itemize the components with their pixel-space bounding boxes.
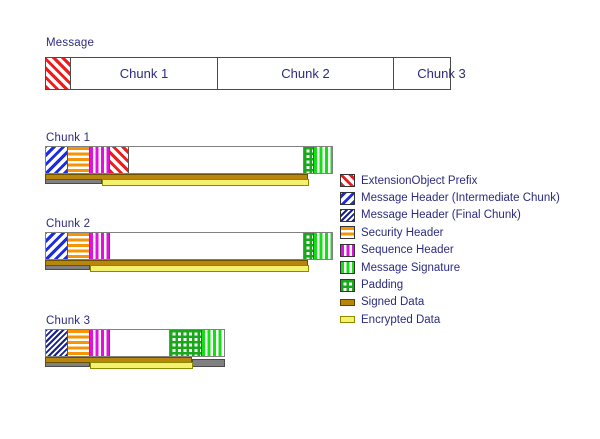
legend-label-encrypted-data: Encrypted Data [361, 313, 441, 326]
chunk-2-segment-body [110, 233, 304, 259]
chunk-3-encrypted-data-bar [90, 362, 193, 369]
legend-swatch-encrypted-data [340, 316, 355, 324]
chunk-bar-3 [45, 329, 225, 357]
message-bar-cell-1: Chunk 1 [71, 58, 218, 89]
legend-row-padding: Padding [340, 276, 560, 293]
chunk-3-unencrypted-marker-right [192, 359, 225, 367]
legend-swatch-signed-data [340, 298, 355, 306]
legend-swatch-extensionobject-prefix [340, 174, 355, 188]
chunk-3-segment-message-signature [202, 330, 224, 356]
chunk-1-segment-body [129, 147, 304, 173]
legend-swatch-sequence-header [340, 243, 355, 257]
chunk-1-segment-message-header-intermediate [46, 147, 68, 173]
legend-label-padding: Padding [361, 279, 404, 292]
chunk-bar-1 [45, 146, 333, 174]
legend-label-sequence-header: Sequence Header [361, 244, 454, 257]
message-title: Message [46, 37, 95, 49]
chunk-3-segment-message-header-final [46, 330, 68, 356]
chunk-2-encrypted-data-bar [90, 265, 309, 272]
legend-row-message-header-intermediate: Message Header (Intermediate Chunk) [340, 189, 560, 206]
legend-row-signed-data: Signed Data [340, 294, 560, 311]
legend-label-security-header: Security Header [361, 226, 444, 239]
chunk-3-segment-body [110, 330, 170, 356]
legend-swatch-message-header-final [340, 208, 355, 222]
legend-swatch-padding [340, 278, 355, 292]
chunk-1-segment-extensionobject-prefix [110, 147, 129, 173]
legend-row-encrypted-data: Encrypted Data [340, 311, 560, 328]
legend-row-security-header: Security Header [340, 224, 560, 241]
chunk-1-encrypted-data-bar [102, 179, 309, 186]
message-bar-cell-3: Chunk 3 [394, 58, 489, 89]
chunk-3-segment-sequence-header [90, 330, 110, 356]
chunk-2-segment-message-signature [314, 233, 332, 259]
chunk-bar-2 [45, 232, 333, 260]
legend-row-sequence-header: Sequence Header [340, 242, 560, 259]
chunk-3-segment-security-header [68, 330, 90, 356]
message-bar: Chunk 1 Chunk 2 Chunk 3 [45, 57, 466, 90]
message-bar-cell-label: Chunk 3 [417, 66, 466, 81]
chunk-label-2: Chunk 2 [46, 218, 91, 230]
legend-label-extensionobject-prefix: ExtensionObject Prefix [361, 174, 478, 187]
chunk-1-segment-sequence-header [90, 147, 110, 173]
legend-swatch-message-header-intermediate [340, 191, 355, 205]
chunk-2-segment-sequence-header [90, 233, 110, 259]
chunk-label-3: Chunk 3 [46, 315, 91, 327]
message-bar-cell-2: Chunk 2 [218, 58, 394, 89]
legend-label-signed-data: Signed Data [361, 296, 425, 309]
legend-swatch-message-signature [340, 261, 355, 275]
legend-row-extensionobject-prefix: ExtensionObject Prefix [340, 172, 560, 189]
chunk-label-1: Chunk 1 [46, 132, 91, 144]
chunk-1-segment-message-signature [314, 147, 332, 173]
chunk-2-segment-message-header-intermediate [46, 233, 68, 259]
legend-label-message-header-final: Message Header (Final Chunk) [361, 209, 521, 222]
chunk-1-segment-security-header [68, 147, 90, 173]
chunk-2-segment-security-header [68, 233, 90, 259]
message-bar-extensionobject-prefix [46, 58, 71, 89]
legend-label-message-header-intermediate: Message Header (Intermediate Chunk) [361, 192, 560, 205]
chunk-3-segment-padding [170, 330, 202, 356]
legend-swatch-security-header [340, 226, 355, 240]
message-bar-cell-label: Chunk 1 [119, 66, 169, 81]
legend-row-message-header-final: Message Header (Final Chunk) [340, 207, 560, 224]
chunk-2-segment-padding [304, 233, 314, 259]
chunk-1-segment-padding [304, 147, 314, 173]
legend-label-message-signature: Message Signature [361, 261, 461, 274]
legend-row-message-signature: Message Signature [340, 259, 560, 276]
message-bar-cell-label: Chunk 2 [281, 66, 330, 81]
